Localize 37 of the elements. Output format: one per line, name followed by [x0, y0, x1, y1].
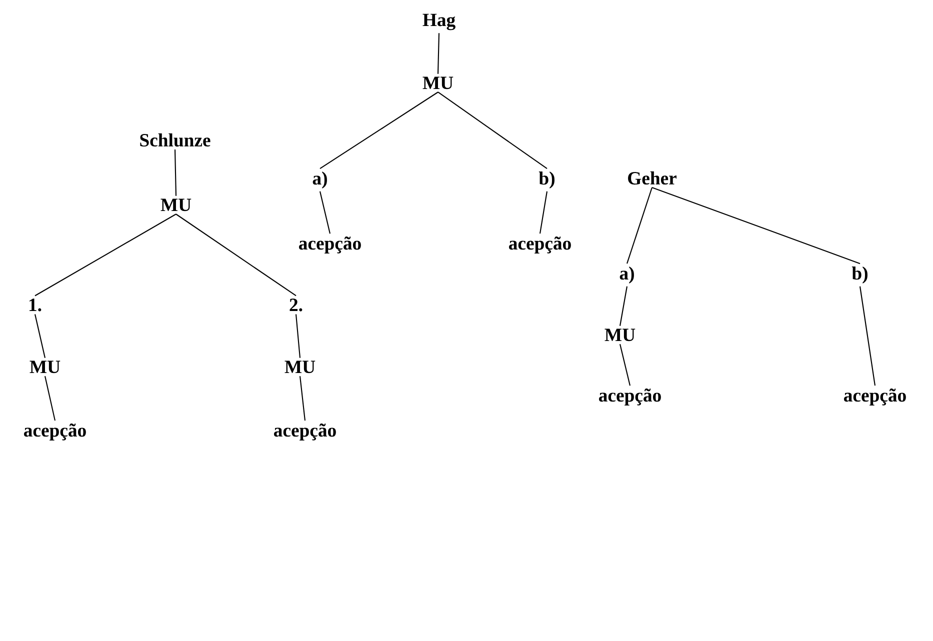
tree-line [299, 376, 306, 421]
tree-line [539, 191, 548, 234]
tree-line [652, 187, 860, 264]
tree-line [319, 191, 331, 234]
tree-line [176, 214, 296, 296]
tree-line [295, 314, 301, 358]
tree-label: MU [160, 198, 192, 212]
tree-label: b) [852, 266, 868, 284]
tree-label: MU [422, 76, 454, 90]
tree-line [437, 33, 440, 74]
tree-label: 1. [30, 298, 42, 312]
tree-line [626, 187, 653, 264]
tree-label: b) [538, 172, 554, 188]
tree-label: a) [312, 172, 327, 188]
tree-line [44, 376, 56, 421]
tree-label: MU [284, 360, 316, 374]
tree-line [320, 92, 438, 170]
tree-label: MU [604, 328, 636, 342]
tree-label: acepção [299, 236, 361, 254]
tree-line [174, 150, 177, 196]
tree-label: MU [30, 360, 60, 374]
tree-line [619, 286, 628, 326]
tree-line [619, 344, 631, 386]
tree-line [34, 314, 46, 358]
tree-line [438, 92, 548, 170]
tree-label: a) [620, 266, 634, 284]
tree-label: Schlunze [140, 133, 210, 147]
tree-label: Hag [422, 14, 456, 30]
tree-label: 2. [290, 298, 302, 312]
tree-label: acepção [274, 424, 336, 440]
tree-label: acepção [509, 236, 571, 254]
tree-label: Geher [628, 171, 676, 185]
tree-label: acepção [599, 388, 661, 406]
tree-label: acepção [844, 388, 906, 406]
tree-line [859, 286, 876, 386]
tree-line [34, 214, 176, 296]
tree-label: acepção [24, 424, 86, 440]
